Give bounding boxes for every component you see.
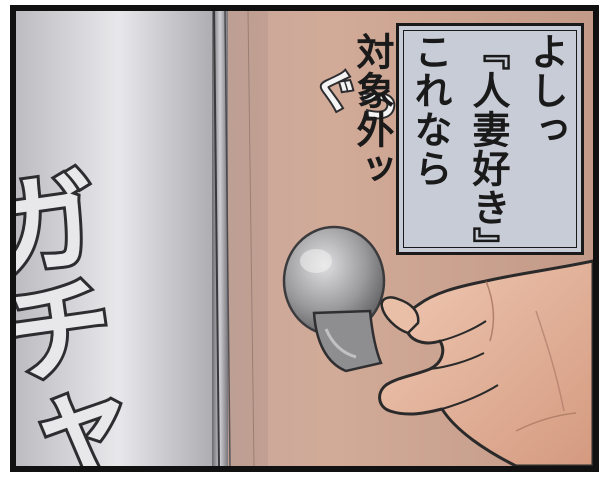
thumb (380, 296, 420, 335)
door-edge-line (213, 11, 220, 466)
door (16, 11, 221, 466)
hand (378, 259, 593, 466)
caption-text: よしっ 『人妻好き』 これなら 対象外ッ (343, 32, 575, 266)
knob-neck (312, 309, 383, 373)
caption-inner-border (403, 30, 577, 248)
manga-panel: ガチャ ぐっ よしっ 『人妻好き』 これなら 対象外ッ (10, 5, 599, 472)
caption-line: 対象外ッ (350, 32, 394, 188)
caption-box: よしっ 『人妻好き』 これなら 対象外ッ (350, 23, 584, 266)
caption-line: よしっ (524, 32, 568, 149)
caption-line: これなら (408, 32, 452, 188)
caption-line: 『人妻好き』 (466, 32, 510, 266)
